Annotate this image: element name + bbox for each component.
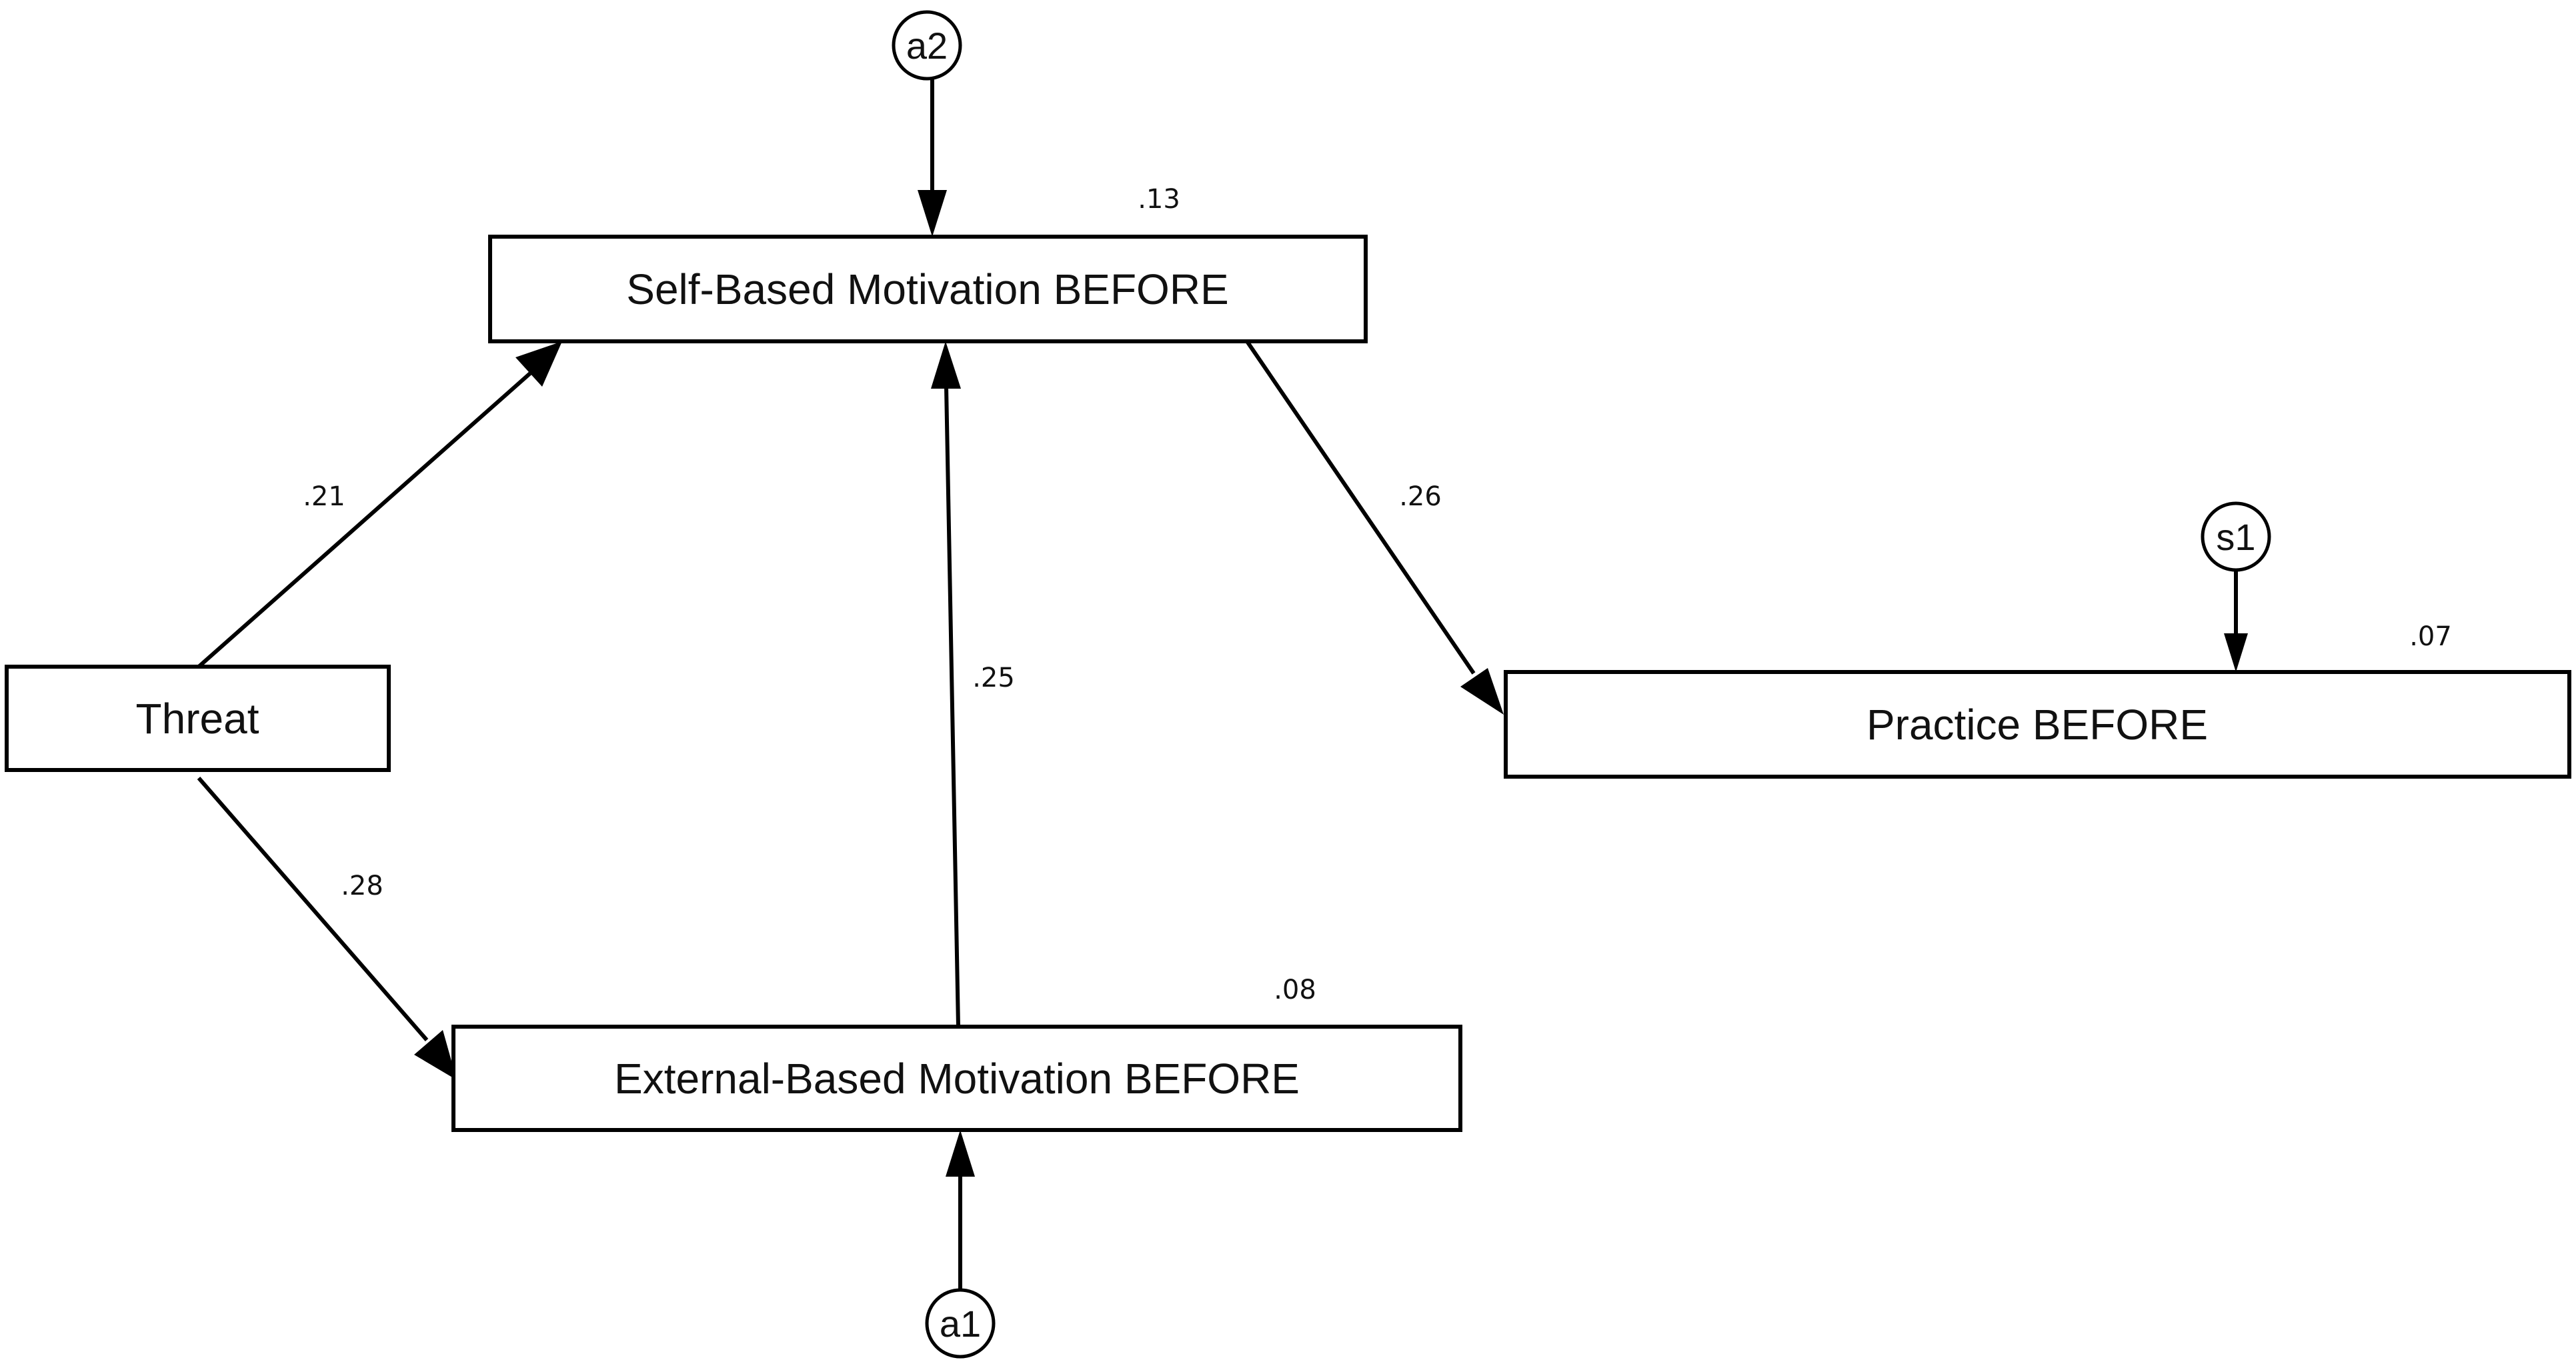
- edge-self-based-to-practice: [1245, 340, 1476, 675]
- error-term-s1-label: s1: [2216, 516, 2255, 558]
- node-threat: Threat: [5, 665, 391, 772]
- node-self-based-label: Self-Based Motivation BEFORE: [626, 265, 1228, 313]
- coef-threat-to-external-based: .28: [341, 871, 383, 901]
- arrowhead-external-to-self-based: [931, 341, 961, 389]
- arrowhead-self-based-to-practice: [1460, 668, 1504, 715]
- coef-self-based-to-practice: .26: [1399, 481, 1442, 512]
- edge-threat-to-external-based: [197, 777, 429, 1041]
- arrowhead-threat-to-external-based: [414, 1030, 457, 1080]
- node-external-based-label: External-Based Motivation BEFORE: [614, 1055, 1300, 1103]
- error-term-s1: s1: [2201, 501, 2271, 572]
- r2-self-based: .13: [1138, 184, 1180, 215]
- coef-threat-to-self-based: .21: [303, 481, 345, 512]
- arrowhead-s1-to-practice: [2224, 633, 2248, 672]
- r2-practice: .07: [2409, 621, 2452, 652]
- arrowhead-a1-to-external-based: [946, 1130, 975, 1177]
- node-external-based-motivation: External-Based Motivation BEFORE: [451, 1025, 1462, 1132]
- node-practice-label: Practice BEFORE: [1866, 701, 2208, 749]
- node-practice: Practice BEFORE: [1504, 670, 2571, 779]
- r2-external-based: .08: [1274, 975, 1316, 1005]
- node-self-based-motivation: Self-Based Motivation BEFORE: [488, 235, 1368, 343]
- error-term-a2: a2: [892, 10, 962, 81]
- error-term-a1-label: a1: [940, 1303, 981, 1345]
- edge-threat-to-self-based: [197, 371, 531, 669]
- error-term-a1: a1: [925, 1288, 996, 1359]
- error-term-a2-label: a2: [906, 25, 948, 67]
- arrowhead-a2-to-self-based: [918, 190, 947, 237]
- edge-external-to-self-based: [944, 386, 960, 1027]
- arrowhead-threat-to-self-based: [515, 341, 562, 387]
- coef-external-to-self-based: .25: [972, 663, 1015, 693]
- node-threat-label: Threat: [136, 695, 259, 743]
